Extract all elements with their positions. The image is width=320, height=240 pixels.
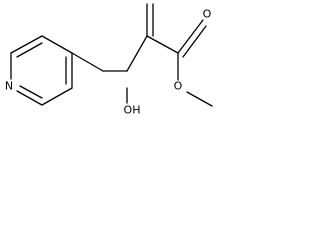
double-bond-c6-n1 (19, 85, 43, 99)
bond-carbonyl-o (177, 19, 204, 54)
atom-label-ester-oxygen: O (174, 80, 183, 93)
pyridine-ring (10, 35, 73, 106)
bond-c6-n1 (16, 90, 43, 106)
background (0, 0, 216, 121)
bond-c3-c4 (41, 35, 73, 54)
atom-label-nitrogen: N (5, 80, 13, 93)
double-bond-carbonyl-o (182, 25, 207, 58)
bond-c2-c3 (10, 35, 43, 54)
atom-labels: N O O OH (5, 8, 212, 117)
bond-ring-ch (71, 52, 104, 72)
atom-label-carbonyl-oxygen: O (203, 8, 212, 21)
atom-label-hydroxyl: OH (124, 104, 141, 117)
bond-ch-calpha (126, 35, 148, 72)
bond-calpha-carbonyl (146, 35, 179, 54)
side-chain (71, 3, 213, 107)
bond-ester-o-methyl (186, 91, 213, 107)
bond-c5-c6 (41, 87, 73, 106)
double-bond-c2-c3 (16, 42, 43, 58)
chemical-structure-diagram: N O O OH (0, 0, 216, 121)
